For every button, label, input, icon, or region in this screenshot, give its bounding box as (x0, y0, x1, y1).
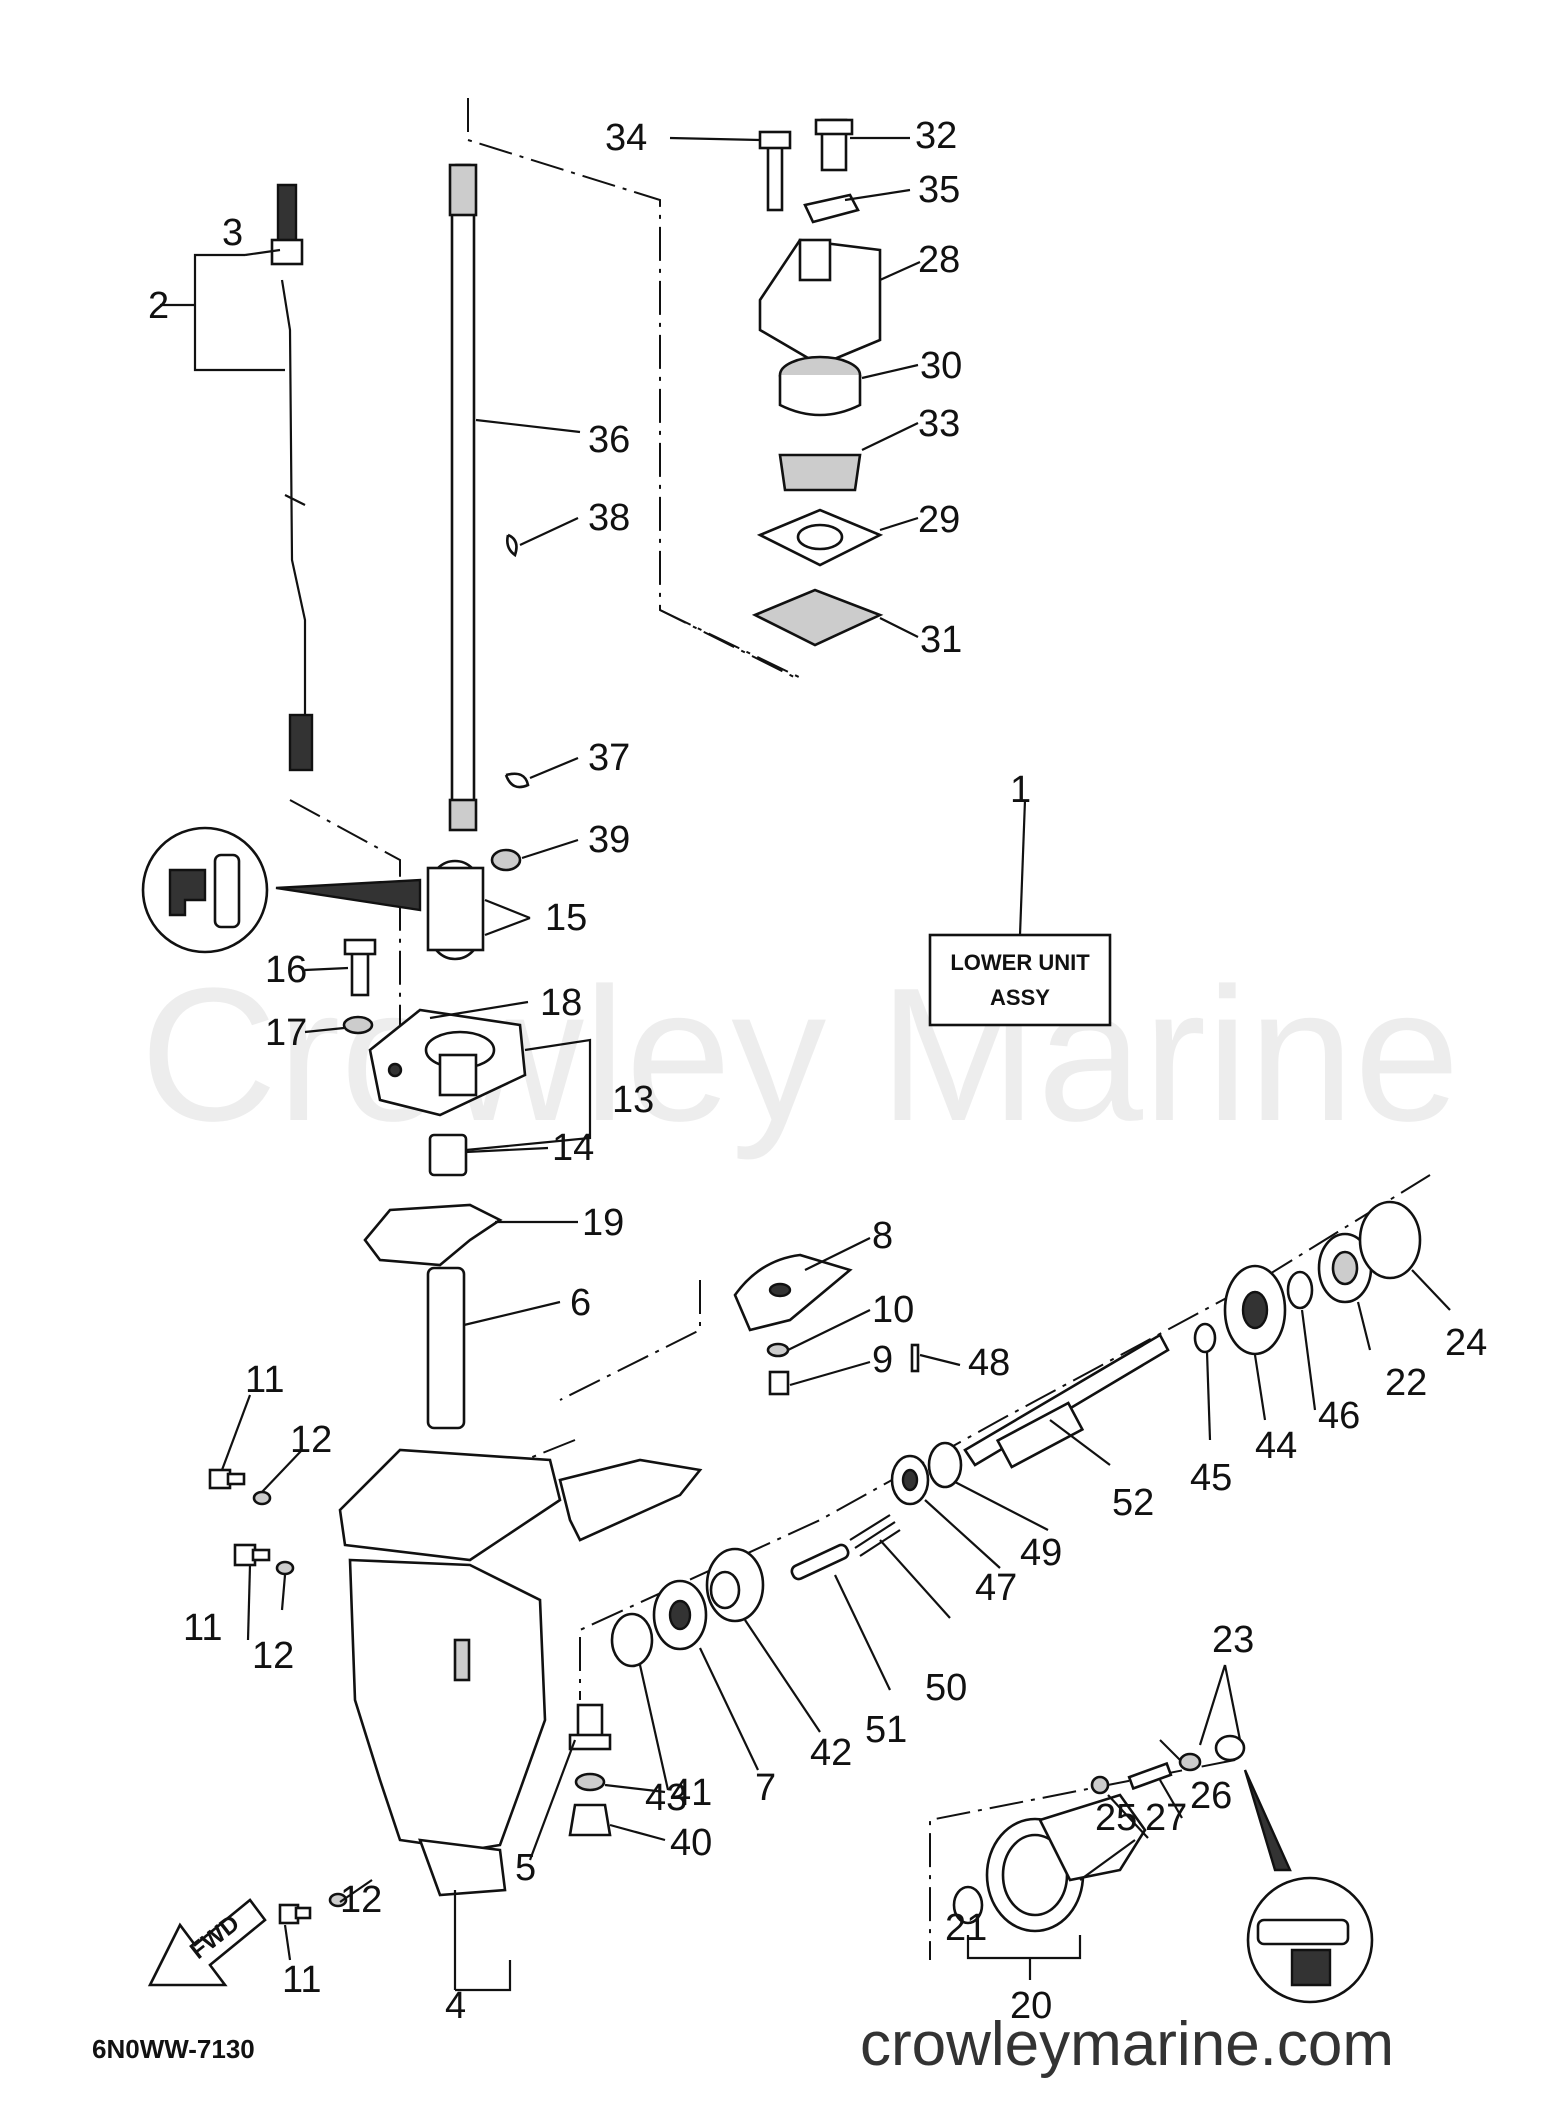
washer-17 (342, 1015, 374, 1035)
label-12a: 12 (290, 1419, 332, 1461)
washer-10 (766, 1342, 790, 1358)
label-10: 10 (872, 1289, 914, 1331)
label-41: 41 (670, 1772, 712, 1814)
label-3: 3 (222, 212, 243, 254)
label-18: 18 (540, 982, 582, 1024)
watermark: Crowley Marine (140, 949, 1460, 1161)
label-26: 26 (1190, 1775, 1232, 1817)
label-28: 28 (918, 239, 960, 281)
label-21: 21 (945, 1907, 987, 1949)
shift-cam-parts (568, 1703, 612, 1837)
lower-unit-assy-box: LOWER UNIT ASSY (928, 799, 1112, 1027)
leader-lines (160, 136, 1451, 1992)
label-23: 23 (1212, 1619, 1254, 1661)
grease-callout-right (1243, 1769, 1374, 2004)
washer-39 (490, 848, 522, 872)
label-12c: 12 (340, 1879, 382, 1921)
label-27: 27 (1145, 1797, 1187, 1839)
label-30: 30 (920, 345, 962, 387)
label-48: 48 (968, 1342, 1010, 1384)
label-2: 2 (148, 285, 169, 327)
water-pump (751, 118, 884, 647)
label-14: 14 (552, 1127, 594, 1169)
gasket-19 (363, 1203, 503, 1267)
water-tube-6 (426, 1266, 466, 1430)
reverse-gear-assembly (1193, 1200, 1422, 1356)
bolt-9 (768, 1370, 790, 1396)
label-45: 45 (1190, 1457, 1232, 1499)
label-42: 42 (810, 1732, 852, 1774)
label-16: 16 (265, 949, 307, 991)
label-12b: 12 (252, 1635, 294, 1677)
label-37: 37 (588, 737, 630, 779)
part-labels: 1 2 3 4 5 6 7 8 9 10 11 12 11 12 11 12 1… (148, 115, 1487, 2027)
propeller-shaft-assembly (790, 1333, 1170, 1581)
label-11a: 11 (245, 1359, 284, 1401)
label-44: 44 (1255, 1425, 1297, 1467)
shift-rod (270, 183, 314, 772)
label-19: 19 (582, 1202, 624, 1244)
label-43: 43 (645, 1777, 687, 1819)
label-9: 9 (872, 1339, 893, 1381)
label-4: 4 (445, 1985, 466, 2027)
label-40: 40 (670, 1822, 712, 1864)
anode-8 (733, 1253, 853, 1332)
bearings (426, 859, 485, 961)
label-24: 24 (1445, 1322, 1487, 1364)
label-33: 33 (918, 403, 960, 445)
label-38: 38 (588, 497, 630, 539)
forward-gear-assembly (610, 1547, 765, 1668)
lower-casing (338, 1448, 703, 1897)
label-5: 5 (515, 1847, 536, 1889)
label-35: 35 (918, 169, 960, 211)
label-11c: 11 (282, 1959, 321, 2001)
drawing-code: 6N0WW-7130 (92, 2034, 255, 2064)
label-49: 49 (1020, 1532, 1062, 1574)
label-20: 20 (1010, 1985, 1052, 2027)
label-34: 34 (605, 117, 647, 159)
label-8: 8 (872, 1215, 893, 1257)
bushing-14 (428, 1133, 468, 1177)
label-11b: 11 (183, 1607, 222, 1649)
label-51: 51 (865, 1709, 907, 1751)
bolt-16-head (343, 938, 377, 956)
label-46: 46 (1318, 1395, 1360, 1437)
label-47: 47 (975, 1567, 1017, 1609)
label-50: 50 (925, 1667, 967, 1709)
label-1: 1 (1010, 769, 1031, 811)
label-32: 32 (915, 115, 957, 157)
casing-bolts (208, 1468, 348, 1925)
label-6: 6 (570, 1282, 591, 1324)
fwd-direction-arrow: FWD (147, 1898, 267, 1987)
label-17: 17 (265, 1012, 307, 1054)
label-22: 22 (1385, 1362, 1427, 1404)
bearing-housing (952, 1734, 1246, 1933)
label-39: 39 (588, 819, 630, 861)
label-7: 7 (755, 1767, 776, 1809)
drive-shaft (448, 163, 478, 832)
label-31: 31 (920, 619, 962, 661)
label-13: 13 (612, 1079, 654, 1121)
footer-url: crowleymarine.com (860, 2010, 1394, 2079)
clip-37 (504, 772, 530, 789)
label-25: 25 (1095, 1797, 1137, 1839)
label-29: 29 (918, 499, 960, 541)
grease-callout-left (141, 826, 422, 954)
label-52: 52 (1112, 1482, 1154, 1524)
box-label-line2: ASSY (990, 985, 1050, 1010)
label-15: 15 (545, 897, 587, 939)
box-label-line1: LOWER UNIT (950, 950, 1090, 975)
label-36: 36 (588, 419, 630, 461)
clip-38 (506, 533, 518, 558)
shift-rod-housing (368, 1008, 527, 1117)
